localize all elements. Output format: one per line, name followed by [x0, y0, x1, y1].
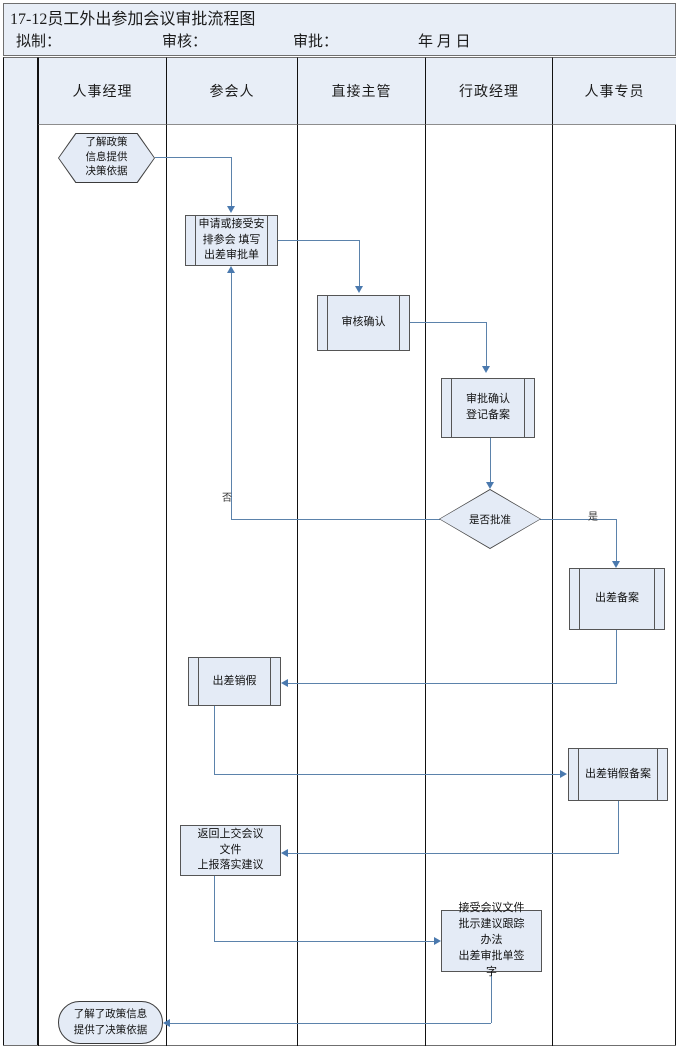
edge-label-no: 否	[222, 493, 232, 504]
lane-body-direct-supervisor	[297, 125, 425, 1046]
node-return-documents: 返回上交会议文件 上报落实建议	[180, 825, 281, 876]
prepared-by-label: 拟制：	[16, 34, 62, 50]
node-trip-record: 出差备案	[569, 568, 665, 630]
node-review-confirm: 审核确认	[317, 295, 410, 351]
lane-body-hr-specialist	[552, 125, 676, 1046]
start-policy-outline: 了解政策 信息提供 决策依据	[58, 133, 155, 183]
title-block: 17-12员工外出参加会议审批流程图 拟制： 审核： 审批： 年 月 日	[3, 3, 676, 56]
connector-checkout-to-record-v	[214, 705, 215, 774]
arrowhead-apply-form-top	[227, 206, 235, 213]
lane-body-attendee	[166, 125, 297, 1046]
connector-approve-to-decision	[490, 438, 491, 482]
node-review-confirm-label: 审核确认	[341, 316, 386, 329]
connector-apply-to-review-h	[277, 240, 360, 241]
node-apply-form-label: 申请或接受安 排参会 填写 出差审批单	[198, 217, 265, 262]
node-start-policy: 了解政策 信息提供 决策依据	[59, 134, 154, 182]
node-accept-documents: 接受会议文件 批示建议跟踪办法 出差审批单签字	[441, 902, 542, 978]
arrowhead-trip-record-top	[612, 561, 620, 568]
grid-bottom-border	[3, 1045, 676, 1046]
date-label: 年 月 日	[418, 34, 471, 50]
connector-return-to-accept-v	[214, 875, 215, 941]
arrowhead-apply-form-bottom	[227, 266, 235, 273]
connector-record-to-checkout-v	[616, 630, 617, 683]
grid-right-border	[675, 57, 676, 1046]
left-margin-strip	[3, 57, 38, 1046]
node-trip-record-label: 出差备案	[595, 592, 639, 605]
connector-record-to-checkout-h	[288, 683, 617, 684]
connector-accept-to-end-h	[170, 1023, 491, 1024]
connector-start-to-apply-v	[231, 157, 232, 208]
node-trip-checkout-record: 出差销假备案	[568, 748, 668, 801]
node-accept-documents-label: 接受会议文件 批示建议跟踪办法 出差审批单签字	[458, 902, 525, 978]
lane-header-attendee: 参会人	[166, 57, 297, 125]
connector-review-to-approve-v	[486, 322, 487, 368]
page-title: 17-12员工外出参加会议审批流程图	[10, 11, 256, 28]
lane-body-hr-manager	[38, 125, 166, 1046]
arrowhead-checkout-record-left	[560, 770, 567, 778]
node-return-documents-label: 返回上交会议文件 上报落实建议	[197, 827, 264, 872]
connector-accept-to-end-v	[491, 972, 492, 1023]
edge-label-yes: 是	[588, 512, 598, 523]
node-approve-register: 审批确认 登记备案	[441, 378, 535, 438]
connector-start-to-apply-h	[155, 157, 232, 158]
connector-record-to-return-h	[288, 853, 619, 854]
arrowhead-accept-documents-left	[434, 937, 441, 945]
connector-decision-yes-h	[540, 519, 617, 520]
node-end-policy-label: 了解了政策信息 提供了决策依据	[73, 1009, 148, 1036]
node-trip-checkout-record-label: 出差销假备案	[585, 767, 651, 780]
lane-body-admin-manager	[425, 125, 552, 1046]
lane-header-hr-manager: 人事经理	[38, 57, 166, 125]
lane-header-hr-specialist: 人事专员	[552, 57, 676, 125]
arrowhead-review-confirm-top	[355, 286, 363, 293]
arrowhead-decision-top	[486, 482, 494, 489]
connector-record-to-return-v	[618, 800, 619, 853]
connector-review-to-approve-h	[409, 322, 487, 323]
node-approve-register-label: 审批确认 登记备案	[466, 393, 510, 421]
connector-apply-to-review-v	[359, 240, 360, 288]
lane-header-admin-manager: 行政经理	[425, 57, 552, 125]
connector-return-to-accept-h	[214, 941, 435, 942]
lane-header-direct-supervisor: 直接主管	[297, 57, 425, 125]
node-trip-checkout: 出差销假	[188, 657, 281, 706]
connector-decision-no-v	[231, 272, 232, 519]
node-apply-form: 申请或接受安 排参会 填写 出差审批单	[185, 215, 278, 266]
arrowhead-end-policy-right	[163, 1019, 170, 1027]
arrowhead-return-documents-right	[281, 849, 288, 857]
approved-by-label: 审批：	[293, 34, 339, 50]
node-trip-checkout-label: 出差销假	[212, 674, 257, 687]
connector-decision-yes-v	[616, 519, 617, 563]
arrowhead-trip-checkout-right	[281, 679, 288, 687]
reviewed-by-label: 审核：	[162, 34, 208, 50]
node-end-policy: 了解了政策信息 提供了决策依据	[58, 1001, 163, 1044]
connector-decision-no-h	[231, 519, 440, 520]
connector-checkout-to-record-h	[214, 774, 561, 775]
arrowhead-approve-register-top	[482, 366, 490, 373]
